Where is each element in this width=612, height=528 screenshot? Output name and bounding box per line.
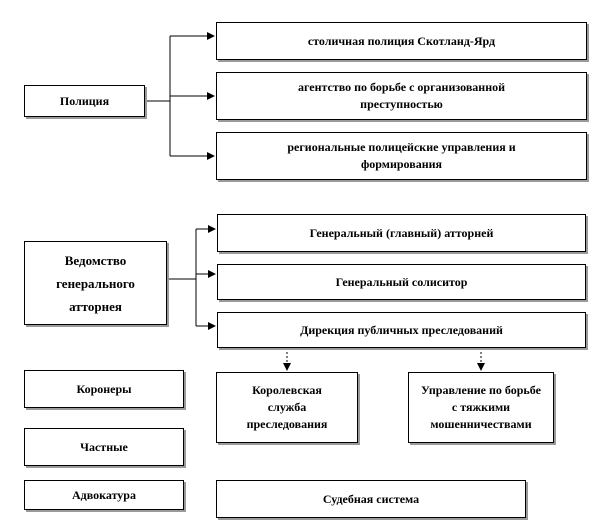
judicial-system-box: Судебная система — [216, 480, 526, 518]
regional-police-label: региональные полицейские управления и фо… — [287, 140, 516, 171]
solicitor-general-label: Генеральный солиситор — [335, 274, 468, 289]
coroners-label: Коронеры — [76, 381, 132, 396]
scotland-yard-label: столичная полиция Скотланд-Ярд — [307, 33, 496, 48]
bar-box: Адвокатура — [24, 480, 184, 510]
private-label: Частные — [80, 439, 128, 454]
dpp-label: Дирекция публичных преследований — [300, 322, 503, 337]
attorney-general-box: Генеральный (главный) атторней — [217, 214, 586, 252]
cps-label: Королевская служба преследования — [246, 383, 328, 431]
attorney-office-box: Ведомство генерального атторнея — [24, 241, 167, 325]
coroners-box: Коронеры — [24, 370, 184, 408]
police-box: Полиция — [24, 85, 145, 117]
private-box: Частные — [24, 428, 184, 466]
solicitor-general-box: Генеральный солиситор — [217, 264, 586, 300]
police-label: Полиция — [59, 93, 110, 108]
cps-box: Королевская служба преследования — [216, 372, 358, 443]
dpp-box: Дирекция публичных преследований — [217, 312, 586, 348]
sfo-box: Управление по борьбе с тяжкими мошенниче… — [408, 372, 554, 443]
sfo-label: Управление по борьбе с тяжкими мошенниче… — [421, 383, 541, 431]
organized-crime-agency-box: агентство по борьбе с организованной пре… — [216, 72, 587, 120]
bar-label: Адвокатура — [72, 487, 136, 502]
attorney-office-label: Ведомство генерального атторнея — [56, 252, 135, 314]
regional-police-box: региональные полицейские управления и фо… — [216, 132, 587, 180]
scotland-yard-box: столичная полиция Скотланд-Ярд — [216, 22, 587, 60]
attorney-general-label: Генеральный (главный) атторней — [309, 225, 494, 240]
judicial-system-label: Судебная система — [322, 491, 420, 506]
organized-crime-agency-label: агентство по борьбе с организованной пре… — [297, 80, 506, 111]
